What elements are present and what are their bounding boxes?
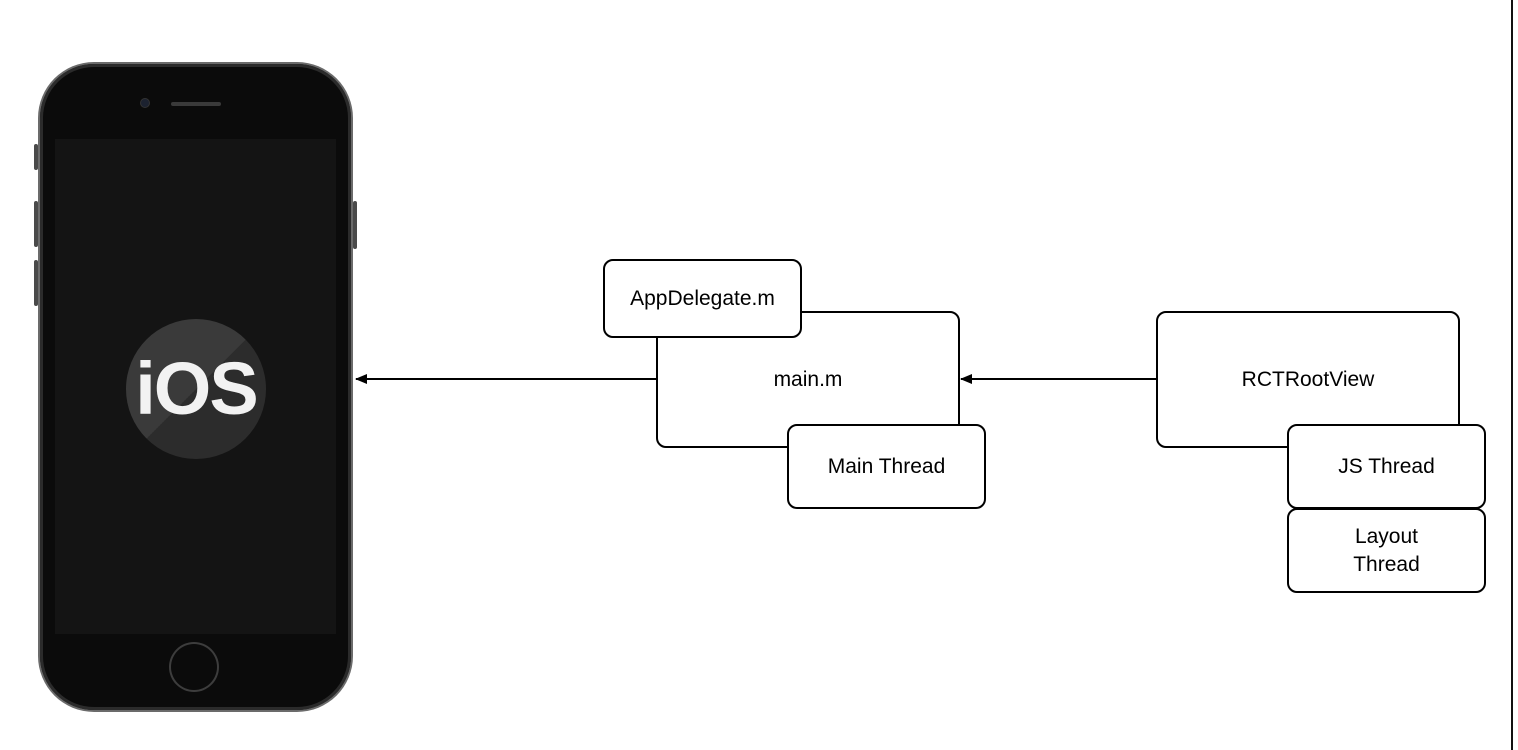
ios-logo-text: iOS [135, 347, 258, 430]
phone-screen: iOS [55, 139, 336, 634]
ios-logo: iOS [126, 319, 266, 459]
node-main-thread: Main Thread [787, 424, 986, 509]
node-app-delegate: AppDelegate.m [603, 259, 802, 338]
front-camera [141, 99, 149, 107]
node-js-thread: JS Thread [1287, 424, 1486, 509]
node-main-thread-label: Main Thread [827, 454, 946, 478]
right-border-line [1511, 0, 1513, 750]
home-button [171, 644, 217, 690]
volume-up-button [34, 201, 38, 247]
earpiece [171, 102, 221, 106]
node-app-delegate-label: AppDelegate.m [630, 286, 775, 310]
volume-down-button [34, 260, 38, 306]
iphone-device: iOS [34, 64, 357, 710]
node-layout-thread: Layout Thread [1287, 508, 1486, 593]
node-main-m-label: main.m [773, 367, 843, 391]
power-button [353, 201, 357, 249]
node-js-thread-label: JS Thread [1338, 454, 1435, 478]
node-rct-root-view-label: RCTRootView [1241, 367, 1375, 391]
node-layout-thread-label: Layout Thread [1353, 525, 1420, 576]
mute-switch [34, 144, 38, 170]
